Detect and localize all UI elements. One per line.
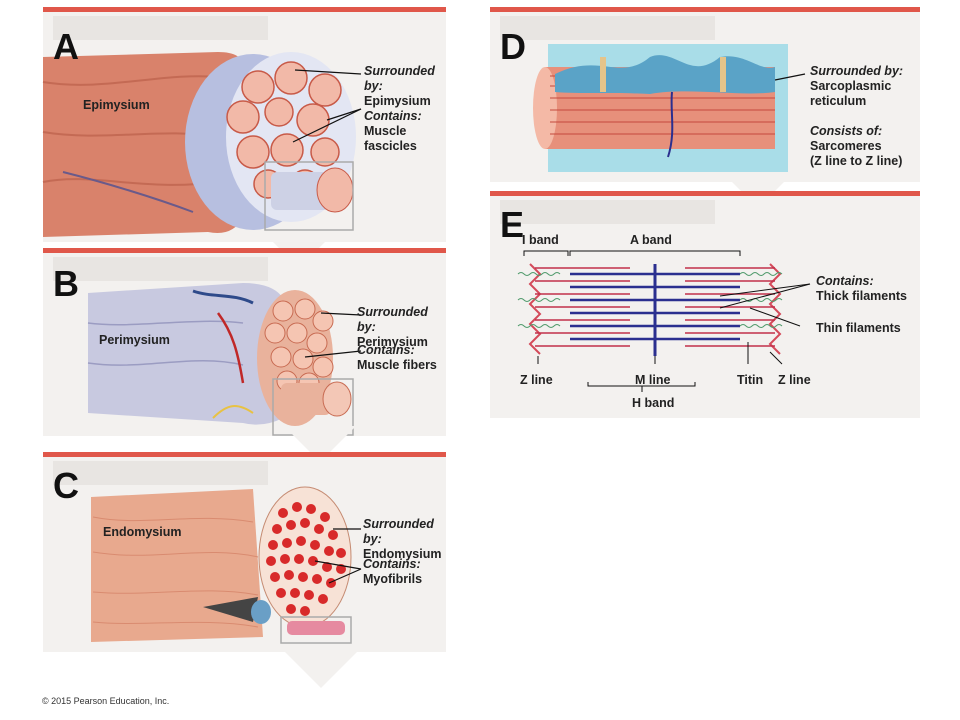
panel-e-sarcomere-diagram bbox=[517, 250, 811, 392]
panel-b-pointer bbox=[284, 426, 356, 462]
panel-a-contains-label: Contains: Muscle fascicles bbox=[364, 109, 446, 154]
panel-b-surrounded-value: Perimysium bbox=[357, 335, 428, 349]
panel-d-surrounded-value-2: reticulum bbox=[810, 94, 867, 108]
panel-d: D Surrounded by: Sarcoplasmic reticulum … bbox=[490, 7, 920, 182]
panel-a-surrounded-label: Surrounded by: Epimysium bbox=[364, 64, 446, 109]
panel-a-tab bbox=[53, 16, 268, 40]
panel-b-contains-heading: Contains: bbox=[357, 343, 415, 357]
z-line-right-label: Z line bbox=[778, 373, 811, 387]
panel-d-surrounded-heading: Surrounded by: bbox=[810, 64, 904, 78]
panel-c-illustration bbox=[91, 486, 362, 644]
panel-a-illustration bbox=[42, 52, 362, 237]
panel-d-consists-label: Consists of: Sarcomeres (Z line to Z lin… bbox=[810, 124, 902, 169]
panel-d-consists-heading: Consists of: bbox=[810, 124, 883, 138]
panel-c-pointer bbox=[285, 652, 357, 688]
panel-c-tissue-label: Endomysium bbox=[103, 525, 182, 539]
thin-filaments-label: Thin filaments bbox=[816, 321, 901, 335]
panel-e-contains-heading: Contains: bbox=[816, 274, 874, 288]
copyright-notice: © 2015 Pearson Education, Inc. bbox=[42, 696, 170, 706]
panel-c-contains-heading: Contains: bbox=[363, 557, 421, 571]
panel-e: E I band A band Contains: Thick filament… bbox=[490, 191, 920, 418]
panel-d-consists-value-1: Sarcomeres bbox=[810, 139, 882, 153]
panel-c: C Endomysium Surrounded by: Endomysium C… bbox=[43, 452, 446, 652]
panel-c-contains-value: Myofibrils bbox=[363, 572, 423, 586]
titin-label: Titin bbox=[737, 373, 764, 387]
panel-c-contains-label: Contains: Myofibrils bbox=[363, 557, 422, 587]
panel-b-illustration bbox=[87, 283, 362, 436]
panel-a-contains-value: Muscle fascicles bbox=[364, 124, 417, 153]
panel-b-surrounded-label: Surrounded by: Perimysium bbox=[357, 305, 446, 350]
panel-b-tissue-label: Perimysium bbox=[99, 333, 170, 347]
panel-d-surrounded-value-1: Sarcoplasmic bbox=[810, 79, 892, 93]
panel-c-surrounded-value: Endomysium bbox=[363, 547, 442, 561]
m-line-label: M line bbox=[635, 373, 671, 387]
panel-b-tab bbox=[53, 257, 268, 281]
panel-b-letter: B bbox=[53, 263, 79, 304]
i-band-label: I band bbox=[522, 233, 559, 247]
panel-a: A Epimysium Surrounded by: Epimysium Con… bbox=[42, 7, 446, 242]
panel-c-surrounded-heading: Surrounded by: bbox=[363, 517, 434, 546]
panel-a-surrounded-value: Epimysium bbox=[364, 94, 431, 108]
panel-c-letter: C bbox=[53, 465, 79, 506]
panel-e-contains-label: Contains: Thick filaments bbox=[816, 274, 907, 304]
a-band-label: A band bbox=[630, 233, 672, 247]
panel-e-letter: E bbox=[500, 204, 525, 245]
panel-d-tab bbox=[500, 16, 715, 40]
panel-d-pointer bbox=[722, 172, 794, 208]
panel-a-tissue-label: Epimysium bbox=[83, 98, 150, 112]
panel-d-consists-value-2: (Z line to Z line) bbox=[810, 154, 903, 168]
panel-d-letter: D bbox=[500, 26, 526, 67]
thick-filaments-label: Thick filaments bbox=[816, 289, 907, 303]
panel-b-contains-value: Muscle fibers bbox=[357, 358, 437, 372]
panel-a-contains-heading: Contains: bbox=[364, 109, 422, 123]
z-line-left-label: Z line bbox=[520, 373, 553, 387]
panel-a-letter: A bbox=[53, 26, 79, 67]
panel-e-tab bbox=[500, 200, 715, 224]
panel-a-surrounded-heading: Surrounded by: bbox=[364, 64, 435, 93]
panel-c-tab bbox=[53, 461, 268, 485]
panel-c-surrounded-label: Surrounded by: Endomysium bbox=[363, 517, 446, 562]
panel-b-contains-label: Contains: Muscle fibers bbox=[357, 343, 437, 373]
panel-b: B Perimysium Surrounded by: Perimysium C… bbox=[43, 248, 446, 436]
panel-d-illustration bbox=[533, 44, 806, 172]
panel-b-surrounded-heading: Surrounded by: bbox=[357, 305, 428, 334]
h-band-label: H band bbox=[632, 396, 675, 410]
panel-d-surrounded-label: Surrounded by: Sarcoplasmic reticulum bbox=[810, 64, 903, 109]
